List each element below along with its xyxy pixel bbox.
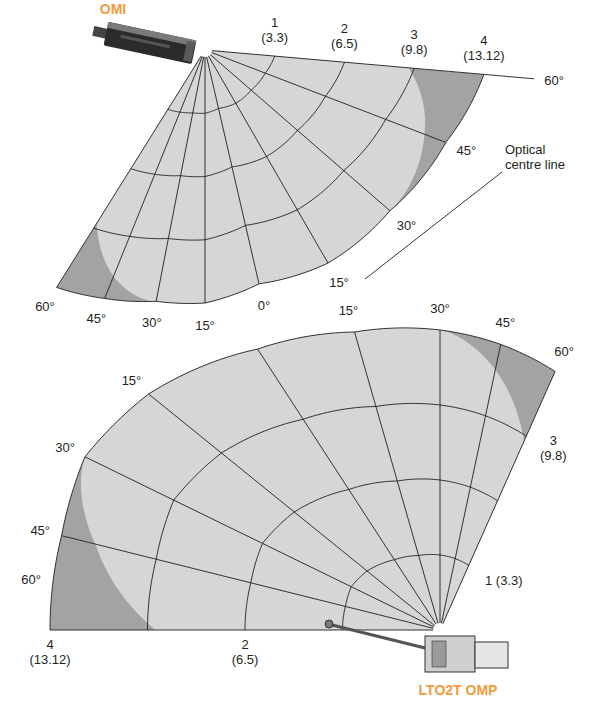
angle-label: 60° (554, 344, 574, 359)
product-name: OMI (100, 2, 126, 17)
range-value: 4 (13.12) (29, 637, 70, 667)
omi-window (183, 41, 195, 62)
range-arc (50, 328, 555, 630)
angle-label: 60° (544, 73, 564, 88)
probe-body (425, 636, 475, 672)
omi-detail (120, 35, 170, 48)
angle-label: 45° (30, 523, 50, 538)
range-arc (94, 68, 414, 240)
angle-label: 0° (258, 298, 270, 313)
angle-label: 45° (87, 311, 107, 326)
angle-label: 60° (35, 299, 55, 314)
angle-label: 60° (21, 572, 41, 587)
range-dark (57, 50, 484, 303)
range-value: 3 (9.8) (401, 27, 428, 57)
probe-shank (475, 642, 508, 668)
range-value: 1 (3.3) (261, 15, 288, 45)
lto2t-probe (325, 620, 508, 672)
angle-label: 15° (195, 318, 215, 333)
angle-label: 30° (55, 440, 75, 455)
range-dark (50, 328, 555, 630)
range-arc (131, 62, 345, 177)
angle-label: 15° (122, 373, 142, 388)
range-light (81, 328, 524, 630)
range-value: 2 (6.5) (331, 21, 358, 51)
range-light (97, 50, 425, 303)
omi-receiver (91, 19, 197, 64)
angle-label: 15° (339, 303, 359, 318)
apex-mark (433, 623, 447, 637)
angle-label: 45° (495, 315, 515, 330)
range-arc (343, 554, 469, 630)
angle-label: 30° (142, 315, 162, 330)
range-value: 3 (9.8) (540, 433, 567, 463)
angle-label: 30° (397, 218, 417, 233)
probe-stylus (332, 625, 425, 648)
centre-line-label: Optical centre line (505, 142, 585, 172)
range-value: 4 (13.12) (463, 33, 504, 63)
stylus-ball (325, 620, 333, 628)
product-name: LTO2T OMP (419, 683, 498, 698)
range-fans (50, 43, 555, 637)
range-arc (148, 403, 527, 630)
angle-label: 30° (430, 301, 450, 316)
leader-line (365, 172, 502, 279)
apex-mark (198, 43, 212, 57)
range-arc (245, 479, 498, 630)
range-value: 1 (3.3) (485, 573, 523, 588)
range-arc (57, 74, 484, 303)
angle-ray (440, 371, 555, 630)
probe-window (432, 641, 446, 667)
omi-body (103, 22, 196, 64)
range-arc (168, 56, 275, 113)
angle-label: 45° (457, 143, 477, 158)
range-value: 2 (6.5) (232, 637, 259, 667)
angle-label: 15° (329, 275, 349, 290)
